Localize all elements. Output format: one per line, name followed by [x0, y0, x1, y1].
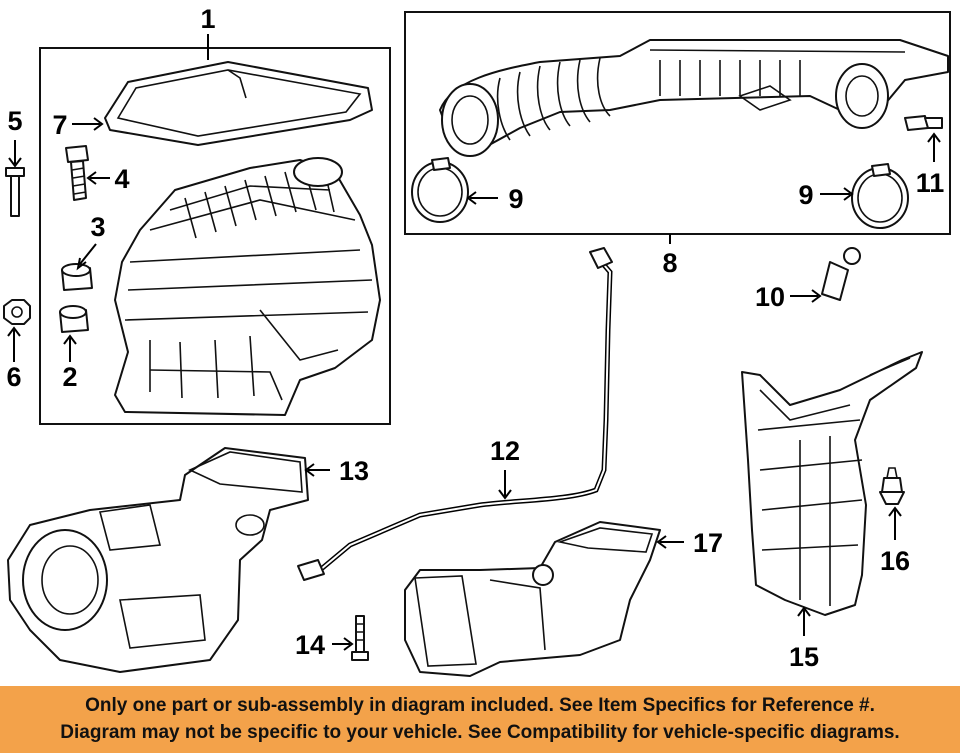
callout-15: 15: [789, 642, 819, 672]
air-temp-sensor: [904, 115, 943, 131]
leader-arrows: [7, 34, 941, 651]
sensor-part-10: [821, 247, 861, 301]
intake-duct: [439, 39, 949, 157]
callout-17: 17: [693, 528, 723, 558]
push-pin: [879, 467, 905, 505]
insulator-part-2: [59, 305, 89, 333]
nut-part-6: [3, 299, 31, 325]
air-inlet-duct: [7, 447, 309, 673]
callout-5: 5: [7, 106, 22, 136]
callout-14: 14: [295, 630, 325, 660]
callout-6: 6: [6, 362, 21, 392]
callout-11: 11: [916, 168, 945, 198]
callout-3: 3: [90, 212, 105, 242]
callout-8: 8: [662, 248, 677, 278]
callout-13: 13: [339, 456, 369, 486]
heat-shield: [741, 351, 923, 616]
stud-part-5: [5, 167, 25, 217]
disclaimer-line-2: Diagram may not be specific to your vehi…: [60, 722, 900, 743]
disclaimer-banner: Only one part or sub-assembly in diagram…: [0, 686, 960, 753]
callout-4: 4: [114, 164, 129, 194]
disclaimer-line-1: Only one part or sub-assembly in diagram…: [85, 695, 875, 716]
air-cleaner-housing: [114, 157, 381, 416]
callout-2: 2: [62, 362, 77, 392]
callout-1: 1: [200, 4, 215, 34]
air-cleaner-assembly-box: [39, 47, 391, 425]
vent-hose: [297, 247, 613, 581]
callout-10: 10: [755, 282, 785, 312]
callout-9-right: 9: [798, 180, 813, 210]
air-filter-element: [104, 61, 373, 146]
hose-clamp-right: [851, 163, 909, 229]
parts-diagram: 1 7 4 3 2 5 6 9 9 11 8 10 12 13 17 14 15…: [3, 4, 951, 677]
callout-16: 16: [880, 546, 910, 576]
callout-7: 7: [52, 110, 67, 140]
bolt-part-14: [351, 615, 369, 661]
bolt-part-4: [65, 145, 89, 201]
hose-clamp-left: [411, 157, 469, 223]
callout-9-left: 9: [508, 184, 523, 214]
intake-duct-assembly-box: [404, 11, 951, 235]
lower-inlet-duct: [404, 521, 661, 677]
callout-12: 12: [490, 436, 520, 466]
grommet-part-3: [61, 263, 93, 291]
